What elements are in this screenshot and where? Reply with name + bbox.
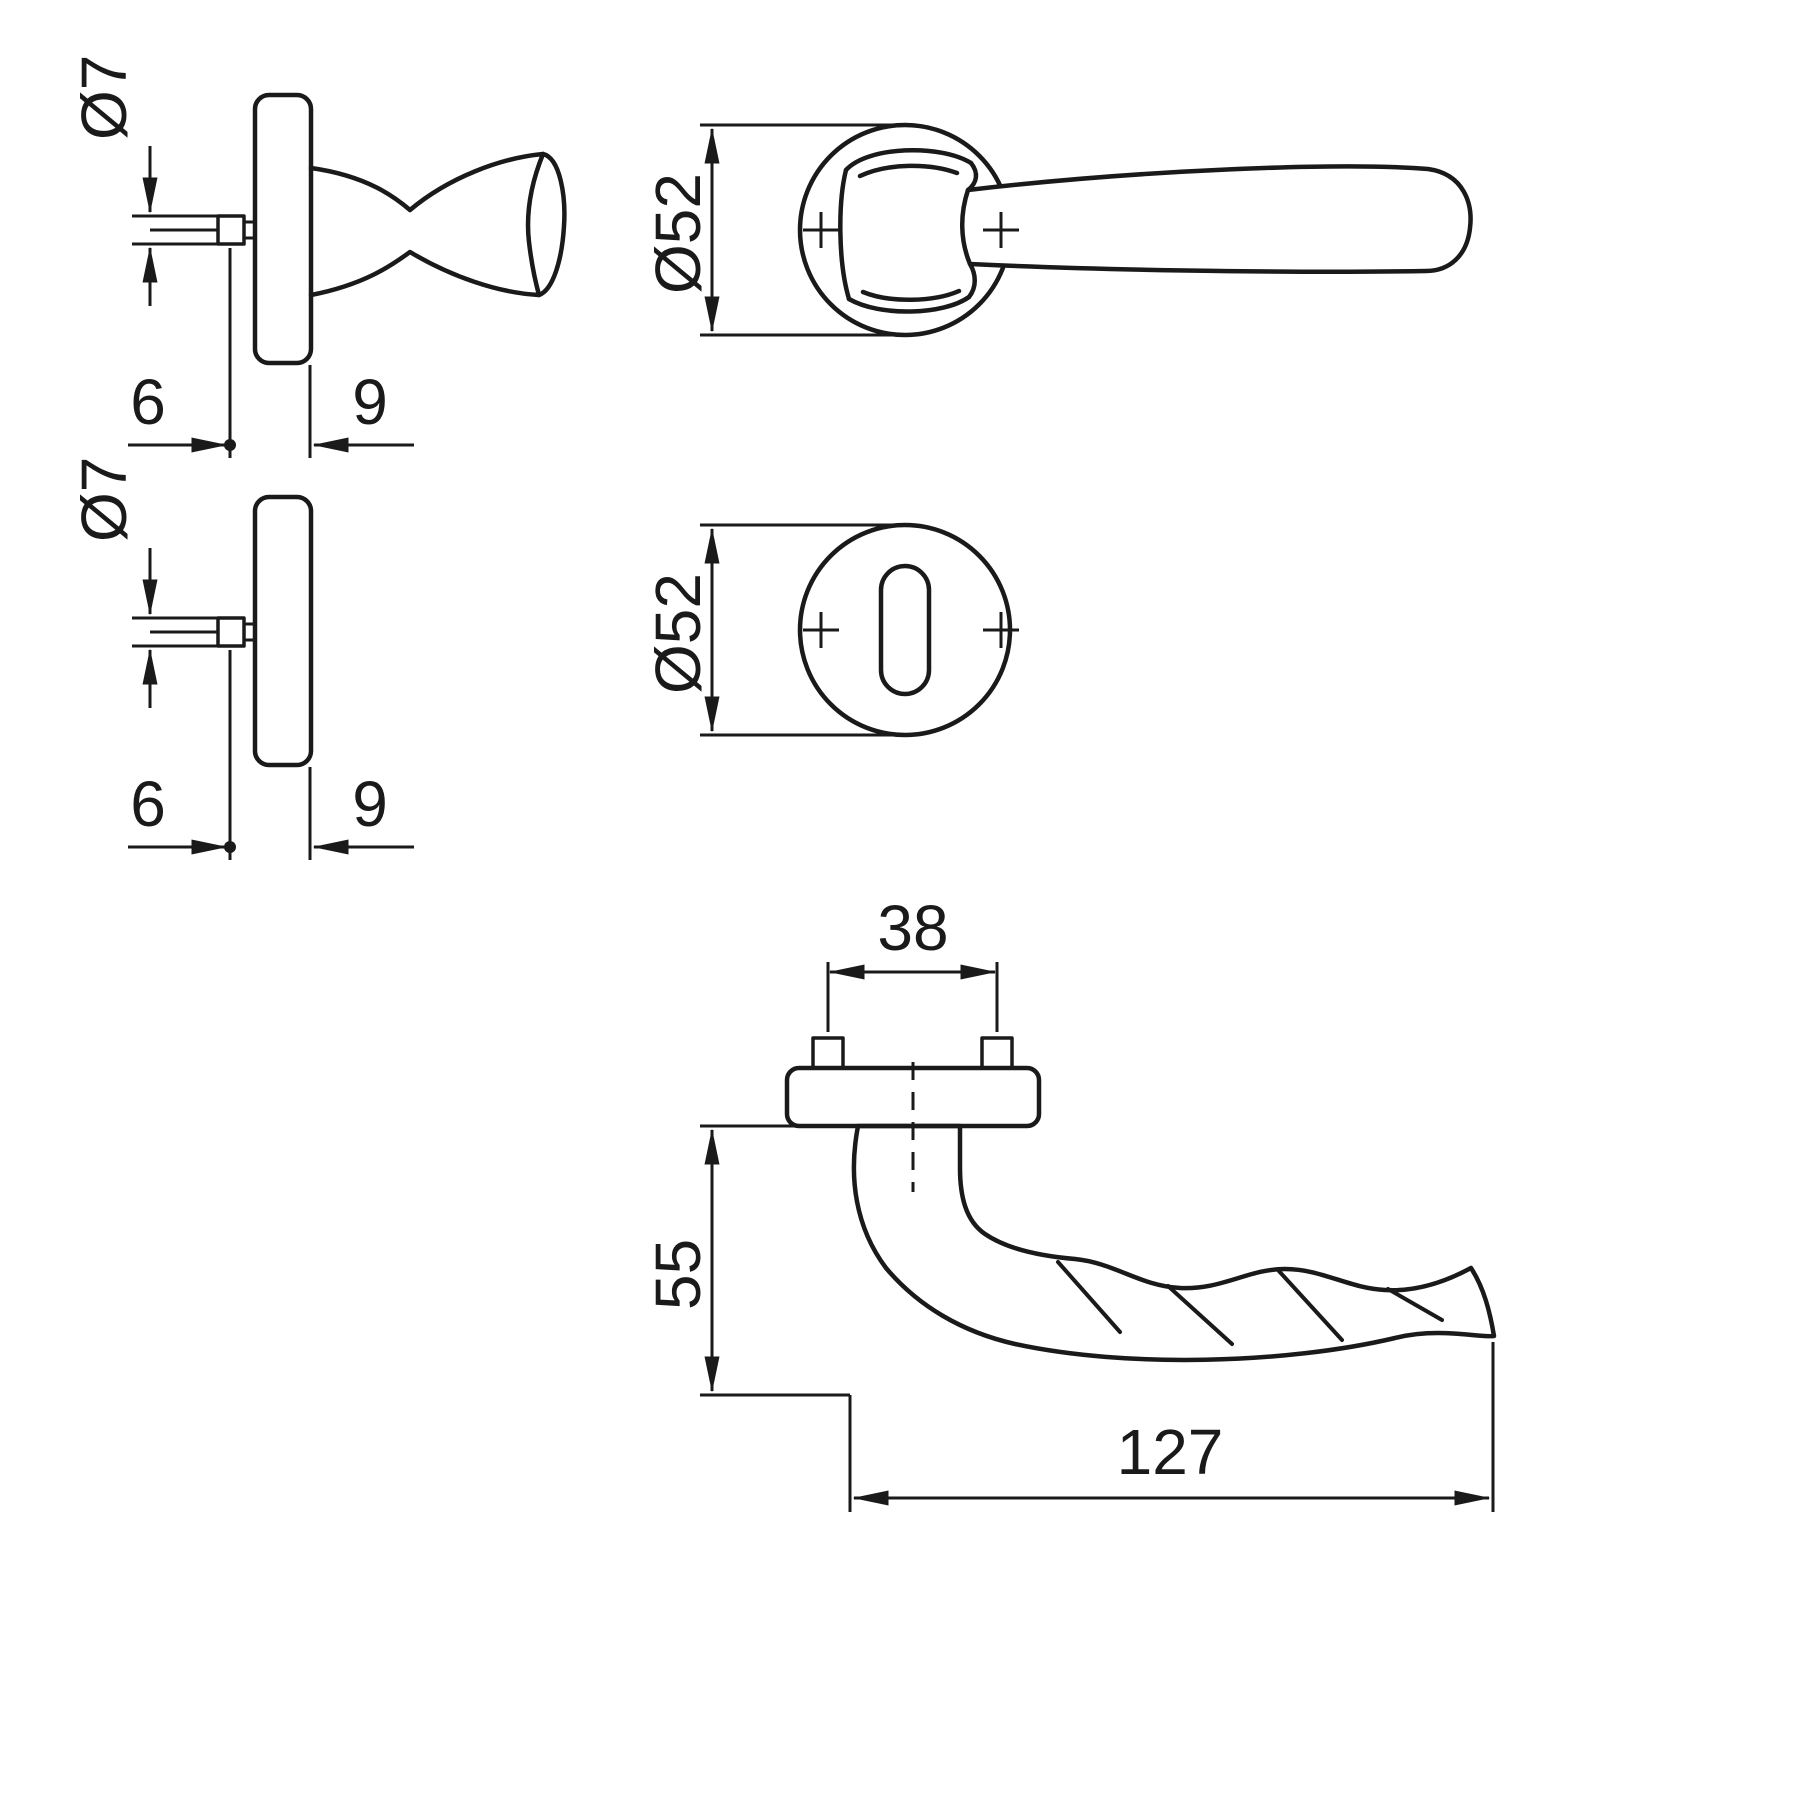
lever-neck-side-outline (308, 151, 567, 298)
dim-rose-diameter: Ø52 (642, 123, 908, 337)
lever-neck-top-arc (843, 148, 974, 173)
lever-neck-inner-bottom (860, 288, 962, 302)
dim-label-height: 55 (642, 1239, 714, 1310)
lever-neck-inner-top (857, 163, 960, 179)
dim-backset-thickness: 6 9 (128, 248, 414, 458)
dim-projection-height: 55 (642, 1124, 850, 1397)
spindle-square (216, 214, 246, 246)
rose-plate-side (252, 494, 314, 768)
lever-grip-front (960, 164, 1473, 274)
screw-post-right (980, 1036, 1014, 1070)
key-rose-front-view: Ø52 (642, 522, 1019, 738)
dim-label-backset: 6 (130, 768, 166, 840)
spindle-square (216, 616, 246, 648)
grip-groove-line (1276, 1268, 1344, 1342)
dim-screw-spacing: 38 (826, 892, 999, 1032)
dim-spindle-diameter: Ø7 (68, 55, 222, 306)
dimension-origin-dot (224, 841, 236, 853)
screw-post-left (811, 1036, 845, 1070)
lever-rose-front-view: Ø52 (642, 122, 1473, 338)
lever-neck-left-edge (838, 167, 852, 302)
dimension-origin-dot (224, 439, 236, 451)
lever-profile-view: 38 55 127 (642, 892, 1497, 1512)
screw-mark-right (983, 212, 1019, 248)
screw-mark-right (983, 612, 1019, 648)
dim-label-thickness: 9 (352, 768, 388, 840)
dim-rose-diameter: Ø52 (642, 523, 908, 737)
grip-groove-line (1166, 1284, 1234, 1346)
dim-label-backset: 6 (130, 366, 166, 438)
grip-groove-line (1386, 1287, 1444, 1322)
key-rose-side-view: Ø7 6 9 (68, 457, 414, 860)
lever-neck-bottom-arc (846, 294, 972, 314)
dim-label-thickness: 9 (352, 366, 388, 438)
lever-rose-side-view: Ø7 6 9 (68, 55, 567, 458)
lever-neck-grip-junction (965, 160, 979, 193)
dim-label-rose-dia: Ø52 (642, 573, 714, 694)
lever-profile-outline (851, 1123, 1497, 1363)
dim-label-spindle-dia: Ø7 (68, 457, 140, 542)
dim-spindle-diameter: Ø7 (68, 457, 222, 708)
keyhole-slot (878, 563, 932, 697)
dim-overall-length: 127 (848, 1342, 1495, 1512)
screw-mark-left (803, 612, 839, 648)
grip-groove-line (1056, 1260, 1122, 1334)
dim-label-length: 127 (1117, 1416, 1224, 1488)
dim-backset-thickness: 6 9 (128, 650, 414, 860)
lever-neck-grip-junction (966, 261, 977, 300)
screw-mark-left (803, 212, 839, 248)
dim-label-spindle-dia: Ø7 (68, 55, 140, 140)
dim-label-rose-dia: Ø52 (642, 173, 714, 294)
rose-plate-side (252, 92, 314, 366)
lever-cone-inner-edge (525, 151, 546, 298)
dim-label-screw-spacing: 38 (877, 892, 948, 964)
